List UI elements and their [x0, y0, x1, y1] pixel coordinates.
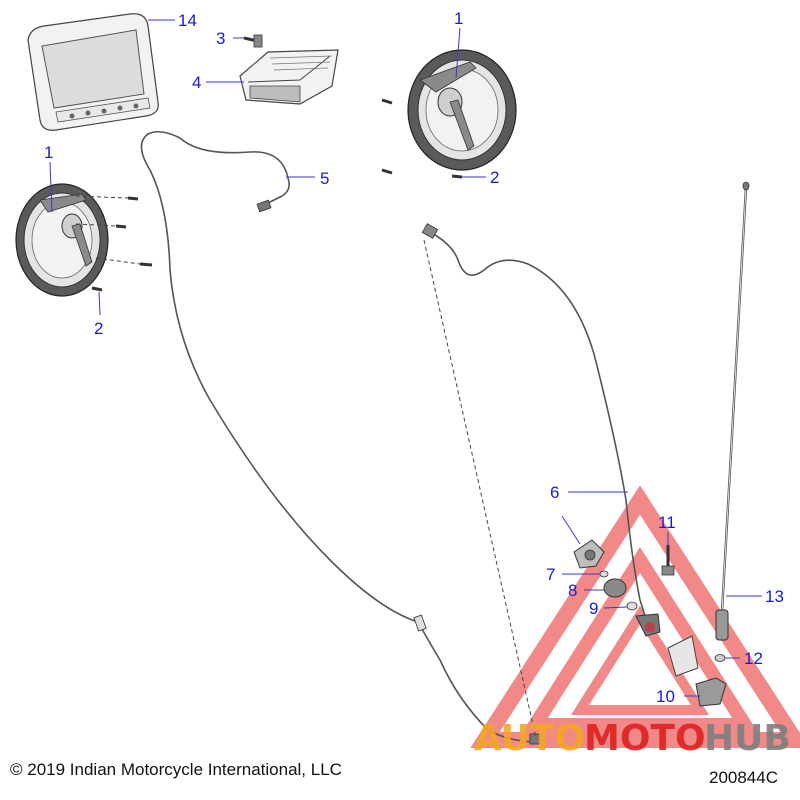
callout-labels: 14 3 4 1 2 1 2 5 6 7 8 9 11 13 12 10	[44, 9, 784, 706]
watermark-wordmark: AUTO MOTO HUB	[474, 718, 791, 759]
drawing-number: 200844C	[708, 768, 778, 787]
callout-2-left: 2	[94, 319, 103, 338]
antenna-mast-13	[715, 181, 750, 641]
display-unit	[27, 13, 159, 131]
nut-part-12	[714, 654, 726, 662]
callout-7: 7	[546, 565, 555, 584]
callout-1-left: 1	[44, 143, 53, 162]
callout-12: 12	[744, 649, 763, 668]
screw-part-3	[243, 34, 263, 48]
callout-1-right: 1	[454, 9, 463, 28]
grommet-part-8	[603, 578, 627, 598]
leader-lines	[49, 19, 762, 697]
watermark-hub: HUB	[704, 718, 791, 759]
callout-11: 11	[658, 513, 676, 532]
copyright-notice: © 2019 Indian Motorcycle International, …	[10, 760, 342, 779]
speaker-left	[15, 183, 109, 297]
antenna-cable-6	[421, 223, 649, 739]
washer-part-7	[599, 570, 609, 578]
callout-6: 6	[550, 483, 559, 502]
watermark-moto: MOTO	[584, 718, 706, 759]
cable-harness-5	[140, 130, 541, 745]
washer-part-9	[626, 601, 638, 611]
screw-right-lower	[381, 168, 463, 179]
callout-13: 13	[765, 587, 784, 606]
bolt-part-11	[661, 545, 675, 576]
callout-5: 5	[320, 169, 329, 188]
mount-part-7	[573, 539, 605, 569]
callout-9: 9	[589, 599, 598, 618]
amplifier-module	[239, 49, 339, 105]
callout-2-right: 2	[490, 168, 499, 187]
callout-4: 4	[192, 73, 201, 92]
callout-3: 3	[216, 29, 225, 48]
callout-8: 8	[568, 581, 577, 600]
base-mount	[635, 613, 661, 637]
watermark-auto: AUTO	[474, 718, 585, 759]
cover-part-10	[695, 677, 727, 707]
callout-14: 14	[178, 11, 197, 30]
bracket	[667, 635, 699, 677]
speaker-right	[407, 49, 517, 171]
callout-10: 10	[656, 687, 675, 706]
screw-right-upper	[381, 98, 393, 105]
left-speaker-screws	[75, 195, 153, 292]
